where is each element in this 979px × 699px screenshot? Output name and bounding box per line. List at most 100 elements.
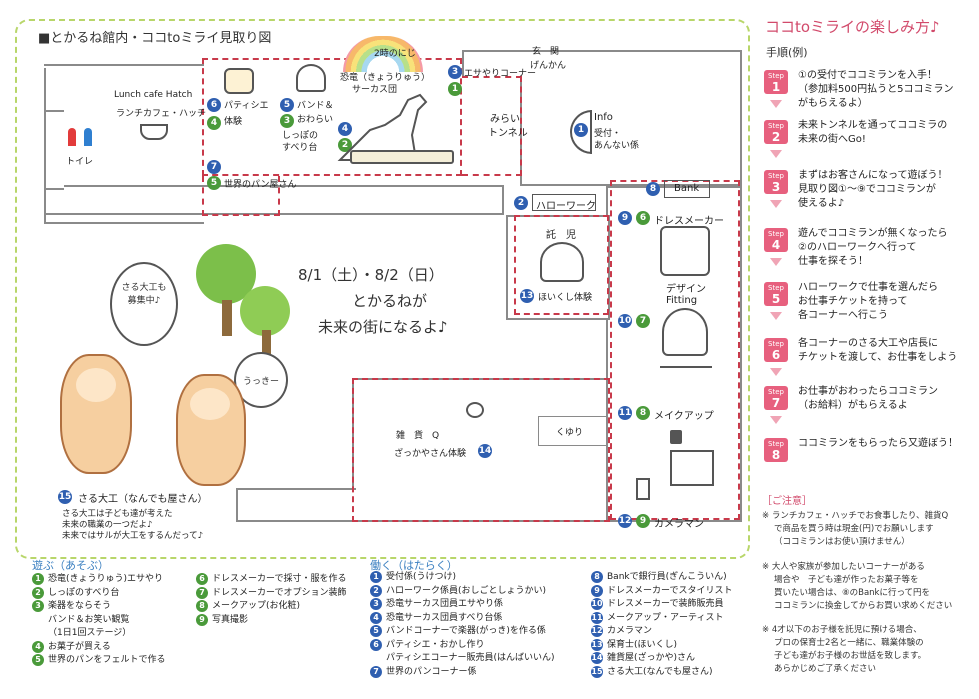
step-text-8: ココミランをもらったら又遊ぼう！ (798, 437, 958, 451)
note-line: プロの保育士2名と一緒に、職業体験の (774, 638, 924, 648)
feed-label: エサやりコーナー (464, 69, 537, 79)
list-item-label: ハローワーク係員(おしごとしょうかい) (386, 585, 547, 596)
step-badge-label: Step (768, 440, 784, 448)
marker-play-3: 3 (280, 114, 294, 128)
fitting-icon (662, 308, 708, 356)
step-line: チケットを渡して、お仕事をしよう (798, 352, 958, 363)
step-badge-label: Step (768, 230, 784, 238)
list-item-number: 4 (370, 611, 382, 624)
wall-entrance (462, 50, 742, 76)
marker-work-3: 3 (448, 65, 462, 79)
step-badge-label: Step (768, 388, 784, 396)
marker-play-7: 7 (636, 314, 650, 328)
list-item-number: 3 (370, 598, 382, 610)
tunnel-label-2: トンネル (488, 128, 528, 139)
list-item-label: しっぽのすべり台 (48, 587, 120, 598)
list-item-label: ドレスメーカーで装飾販売員 (607, 599, 724, 609)
list-item: バンド＆お笑い観覧 (32, 614, 165, 628)
step-text-6: 各コーナーのさる大工や店長にチケットを渡して、お仕事をしよう (798, 337, 957, 365)
circus-banner (350, 150, 454, 164)
list-item-number: 3 (32, 600, 44, 612)
list-item-label: さる大工(なんでも屋さん) (607, 666, 713, 677)
marker-work-8: 8 (646, 182, 660, 196)
list-item-number: 6 (370, 638, 382, 651)
list-item: パティシエコーナー販売員(はんばいいん) (370, 652, 554, 666)
event-headline: とかるねが (352, 292, 428, 310)
list-item-number: 5 (32, 654, 44, 666)
list-item-number: 12 (591, 625, 603, 637)
marker-work-12: 12 (618, 514, 632, 528)
step-line: 見取り図①〜⑨でココミランが (798, 184, 936, 195)
fitting-label: Fitting (666, 295, 698, 306)
marker-play-4: 4 (207, 116, 221, 130)
note-line: ※ ランチカフェ・ハッチでお食事したり、雑貨Q (762, 511, 949, 521)
list-item-label: バンド＆お笑い観覧 (48, 614, 130, 625)
marker-work-10: 10 (618, 314, 632, 328)
note-3: ※ 4才以下のお子様を託児に預ける場合、プロの保育士2名と一緒に、職業体験の子ど… (762, 624, 972, 676)
step-line: ココミランをもらったら又遊ぼう！ (798, 438, 958, 449)
dressmaker-label: ドレスメーカー (654, 216, 724, 227)
info-label-3: あんない係 (594, 141, 640, 151)
hellowork-box (532, 194, 596, 211)
speech-bubble-ukki: うっきー (234, 352, 288, 408)
info-room (520, 76, 742, 186)
patissier-label: パティシエ (224, 101, 269, 111)
note-line: ※ 4才以下のお子様を託児に預ける場合、 (762, 625, 922, 635)
patissier-icon (224, 68, 254, 94)
bank-box (664, 180, 710, 198)
step-line: 各コーナーへ行こう (798, 310, 888, 321)
step-line: 仕事を探そう！ (798, 256, 868, 267)
saru-desc-3: 未来ではサルが大工をするんだって♪ (62, 531, 204, 541)
toilet-female-icon (68, 128, 76, 146)
note-line: ※ 大人や家族が参加したいコーナーがある (762, 562, 925, 572)
marker-work-13: 13 (520, 289, 534, 303)
marker-play-8: 8 (636, 406, 650, 420)
list-item-label: 恐竜サーカス団員エサやり係 (386, 599, 504, 609)
list-item: 6 パティシエ・おかし作り (370, 638, 554, 653)
step-line: 各コーナーのさる大工や店長に (798, 338, 938, 349)
slide-label-2: すべり台 (282, 143, 318, 153)
list-item-number: 8 (196, 600, 208, 612)
list-item-label: パティシエ・おかし作り (386, 639, 485, 650)
step-line: ①の受付でココミランを入手！ (798, 70, 937, 81)
toilet-label: トイレ (66, 157, 94, 167)
step-arrow-icon (770, 368, 782, 376)
step-arrow-icon (770, 200, 782, 208)
band-label: バンド＆ (297, 101, 334, 111)
photo-frame-icon (670, 450, 714, 486)
list-item-label: 楽器をならそう (48, 601, 112, 611)
step-text-7: お仕事がおわったらココミラン（お給料）がもらえるよ (798, 385, 938, 413)
nursery-icon (540, 242, 584, 282)
tunnel-label: みらい (490, 114, 520, 125)
list-item-label: 写真撮影 (212, 614, 249, 625)
step-badge-number: 3 (771, 180, 781, 194)
list-item-label: メークアップ・アーティスト (607, 612, 724, 623)
list-item: （1日1回ステージ） (32, 627, 165, 641)
list-item-label: 恐竜サーカス団員すべり台係 (386, 612, 503, 623)
step-line: がもらえるよ） (798, 98, 868, 109)
band-label-2: おわらい (297, 115, 334, 125)
list-item-label: （1日1回ステージ） (48, 628, 132, 638)
hanger-rack-icon (660, 366, 712, 390)
cup-icon (140, 124, 168, 140)
monkey-face-1 (76, 368, 116, 402)
step-arrow-icon (770, 312, 782, 320)
monkey-carpenter-1 (60, 354, 132, 474)
work-title: 働く（はたらく） (370, 559, 458, 572)
route-east (610, 180, 740, 520)
list-item-number: 5 (370, 625, 382, 637)
note-line: 場合や 子ども達が作ったお菓子等を (774, 575, 919, 585)
marker-work-7: 7 (207, 160, 221, 174)
list-item-number: 11 (591, 611, 603, 624)
step-text-3: まずはお客さんになって遊ぼう！見取り図①〜⑨でココミランが使えるよ♪ (798, 169, 948, 211)
step-line: ハローワークで仕事を選んだら (798, 282, 938, 293)
